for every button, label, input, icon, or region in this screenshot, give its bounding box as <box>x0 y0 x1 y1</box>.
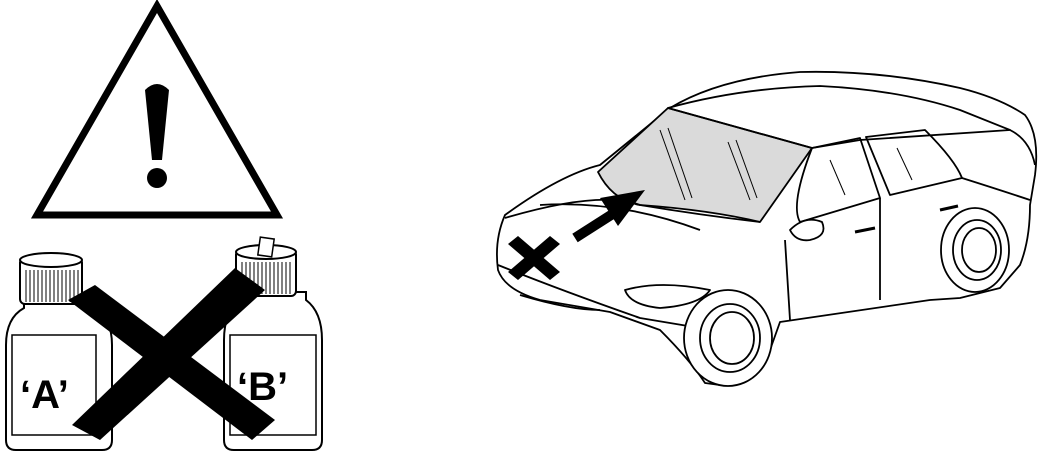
car-door-line-front <box>784 239 791 321</box>
exclamation-bar <box>145 84 169 160</box>
car-front-wheel <box>683 289 773 387</box>
arrow-up-right-icon <box>572 190 645 243</box>
cross-out-icon <box>68 268 275 440</box>
car-side-mirror <box>789 218 825 242</box>
car-rear-side-window <box>865 129 963 196</box>
car-roof <box>667 85 1011 149</box>
side-window-glare <box>829 147 913 196</box>
car-rear-door-handle <box>939 204 959 212</box>
warning-sign <box>30 0 284 219</box>
car-trunk-edge <box>1009 129 1036 166</box>
car-grille-line <box>519 294 601 311</box>
exclamation-dot <box>147 168 167 188</box>
bottle-a-cap-top <box>19 252 83 268</box>
cross-icon <box>508 236 560 280</box>
bottle-a-label-panel <box>11 334 97 436</box>
bottle-a-label: ‘A’ <box>20 373 69 417</box>
windshield-glare <box>659 127 758 201</box>
bottle-b-label-panel <box>229 334 317 436</box>
car-rear-quarter <box>961 177 1031 201</box>
car-front-door-handle <box>854 226 876 234</box>
bottle-b-nozzle <box>256 236 276 258</box>
car-headlight <box>624 284 711 309</box>
bottle-b: ‘B’ <box>223 236 323 451</box>
car-front-side-window <box>795 137 881 223</box>
car <box>496 70 1038 387</box>
car-rear-wheel <box>940 207 1010 293</box>
